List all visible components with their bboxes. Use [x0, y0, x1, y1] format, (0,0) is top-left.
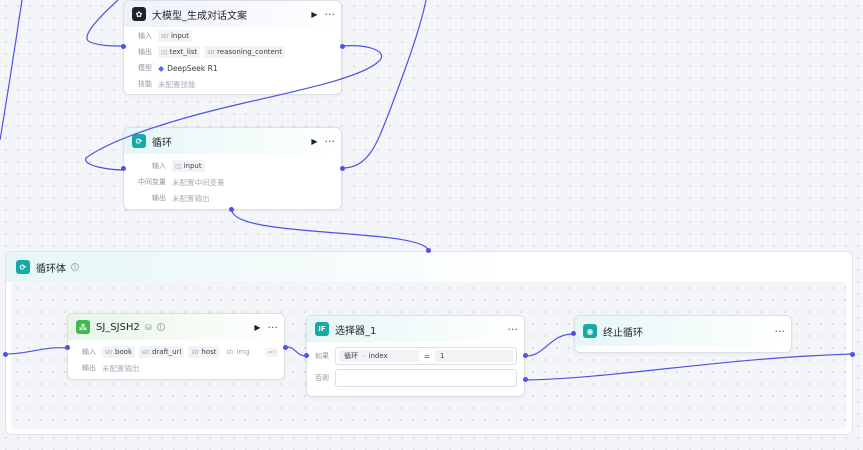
wire-left-edge [0, 0, 23, 141]
else-branch[interactable] [335, 369, 517, 387]
loop-node[interactable]: ⟳ 循环 ▶ ··· 输入 ▯▯input 中间变量 未配置中间变量 输出 未配… [123, 127, 342, 210]
loop-output-port[interactable] [340, 166, 345, 171]
info-icon[interactable]: i [156, 323, 165, 331]
skill-value: 未配置技能 [158, 79, 196, 89]
variable-chip: ▯▯input [172, 160, 205, 172]
more-options-button[interactable]: ··· [324, 134, 336, 148]
plugin-icon: ⁂ [76, 320, 90, 334]
output-label: 输出 [152, 194, 166, 202]
plugin-output-port[interactable] [283, 345, 288, 350]
output-label: 输出 [82, 364, 96, 372]
run-node-button[interactable]: ▶ [254, 322, 261, 332]
plugin-node-header[interactable]: ⁂ SJ_SJSH2 ⛁ i ▶ ··· [68, 314, 284, 340]
skill-label: 技能 [138, 80, 152, 88]
selector-node[interactable]: IF 选择器_1 ··· 如果 循环-index = 1 否则 [306, 315, 525, 397]
if-icon: IF [315, 322, 329, 336]
robot-icon: ✿ [132, 7, 146, 21]
stop-loop-node[interactable]: ◉ 终止循环 ··· [574, 315, 792, 353]
if-label: 如果 [315, 352, 329, 360]
output-label: 输出 [138, 48, 152, 56]
info-icon[interactable]: i [71, 263, 79, 271]
llm-node-header[interactable]: ✿ 大模型_生成对话文案 ▶ ··· [124, 1, 341, 27]
stop-input-port[interactable] [571, 331, 576, 336]
loop-node-title: 循环 [152, 137, 172, 149]
stop-icon: ◉ [583, 324, 597, 338]
selector-node-header[interactable]: IF 选择器_1 ··· [307, 316, 524, 342]
model-label: 模型 [138, 64, 152, 72]
whale-icon: ◆ [158, 63, 165, 73]
model-name: DeepSeek R1 [167, 63, 218, 73]
more-options-button[interactable]: ··· [324, 7, 336, 21]
loop-input-port[interactable] [121, 166, 126, 171]
loop-body-port[interactable] [229, 207, 234, 212]
mid-variable-label: 中间变量 [138, 178, 166, 186]
loop-body-title: 循环体 [36, 263, 66, 275]
database-icon: ⛁ [144, 322, 152, 332]
variable-chip: ▯▯text_list [158, 46, 201, 58]
plugin-input-port[interactable] [65, 345, 70, 350]
condition-operator[interactable]: = [423, 351, 431, 361]
more-options-button[interactable]: ··· [774, 324, 786, 338]
input-label: 输入 [152, 162, 166, 170]
if-condition[interactable]: 循环-index = 1 [335, 347, 517, 365]
loop-icon: ⟳ [16, 260, 30, 274]
input-label: 输入 [138, 32, 152, 40]
run-node-button[interactable]: ▶ [311, 136, 318, 146]
llm-output-port[interactable] [340, 44, 345, 49]
selector-input-port[interactable] [304, 353, 309, 358]
condition-right-operand[interactable]: 1 [435, 350, 513, 362]
run-node-button[interactable]: ▶ [311, 9, 318, 19]
else-label: 否则 [315, 374, 329, 382]
loop-body-left-port[interactable] [3, 352, 8, 357]
more-options-button[interactable]: ··· [267, 320, 279, 334]
selector-if-port[interactable] [523, 353, 528, 358]
selector-node-title: 选择器_1 [335, 325, 377, 337]
loop-body-right-port[interactable] [850, 352, 855, 357]
loop-body-header[interactable]: ⟳ 循环体 i [6, 252, 852, 282]
condition-left-operand[interactable]: 循环-index [339, 350, 419, 362]
stop-loop-node-header[interactable]: ◉ 终止循环 ··· [575, 316, 791, 346]
more-inputs-button[interactable]: ··· [264, 347, 279, 357]
more-options-button[interactable]: ··· [507, 322, 519, 336]
output-value: 未配置输出 [172, 193, 210, 203]
stop-loop-node-title: 终止循环 [603, 327, 643, 339]
loop-icon: ⟳ [132, 134, 146, 148]
output-value: 未配置输出 [102, 363, 140, 373]
input-label: 输入 [82, 348, 96, 356]
llm-input-port[interactable] [121, 44, 126, 49]
loop-body-top-port[interactable] [426, 248, 431, 253]
wire-loop-down-body [231, 209, 429, 251]
loop-node-header[interactable]: ⟳ 循环 ▶ ··· [124, 128, 341, 154]
wire-top-to-llm-input [86, 0, 125, 47]
plugin-node-title: SJ_SJSH2 [96, 321, 140, 333]
llm-node-title: 大模型_生成对话文案 [152, 10, 247, 22]
mid-variable-value: 未配置中间变量 [172, 177, 225, 187]
selector-else-port[interactable] [523, 377, 528, 382]
wire-loop-right-up [342, 0, 427, 169]
